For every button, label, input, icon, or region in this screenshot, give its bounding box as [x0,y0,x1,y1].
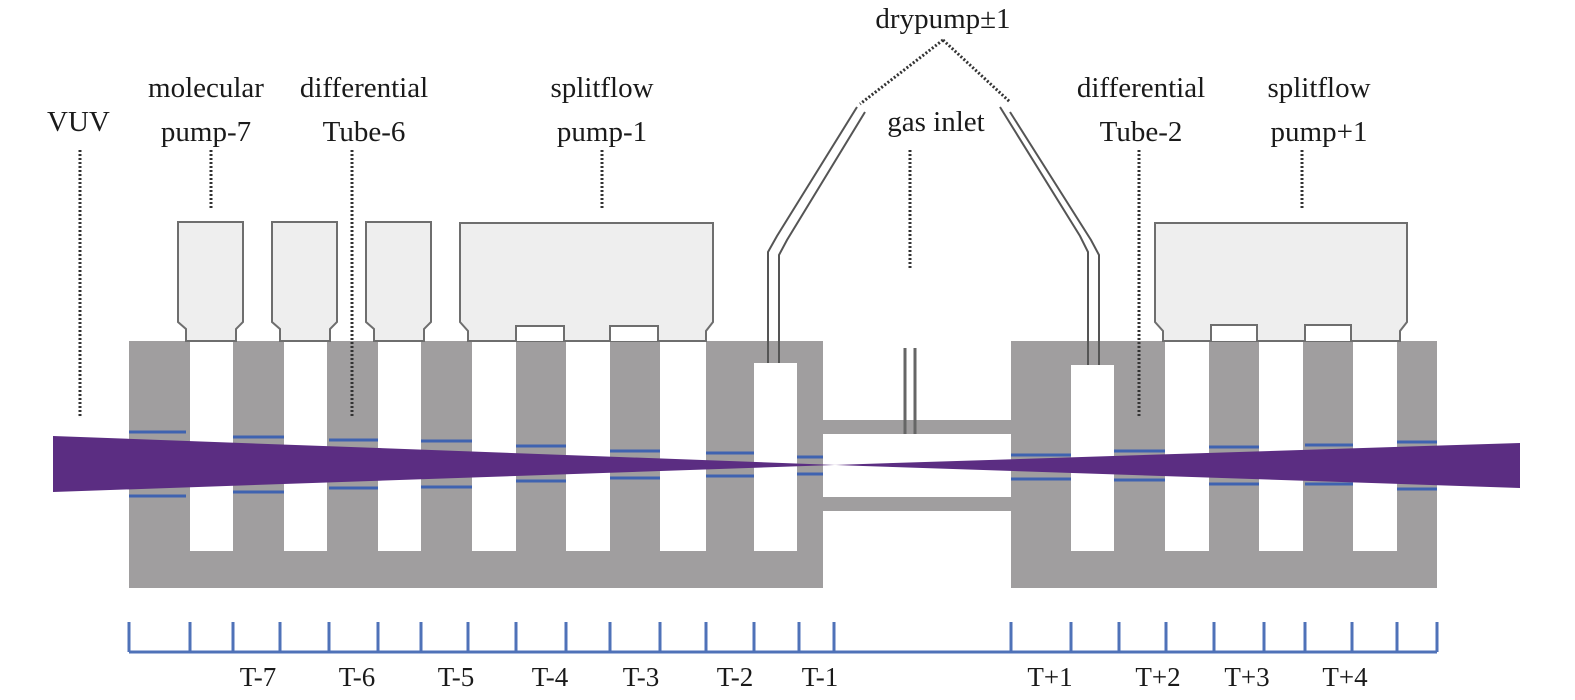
splitflow-right-notches [1210,324,1352,341]
differential-tube-left-label-line2: Tube-6 [323,116,406,148]
splitflow-pump-right-label-line2: pump+1 [1271,116,1368,148]
vuv-beam [53,436,1520,492]
scale-label: T-3 [623,662,660,692]
scale-label: T+3 [1224,662,1269,692]
gas-inlet-tube [903,348,917,434]
molecular-pump-group [177,221,432,342]
center-tube-upper [823,420,1011,434]
position-scale [127,622,1439,654]
differential-tube-right-label-line2: Tube-2 [1100,116,1183,148]
splitflow-pump-right-label-line1: splitflow [1267,72,1370,104]
molecular-pump-2 [271,221,338,342]
vuv-label: VUV [47,106,110,138]
splitflow-left-notches [515,325,659,341]
differential-tube-left-label-line1: differential [300,72,428,104]
scale-label: T-1 [802,662,839,692]
scale-label: T-2 [717,662,754,692]
scale-label: T-5 [438,662,475,692]
scale-label: T-6 [339,662,376,692]
drypump-pipe-left-inner [778,111,866,363]
scale-labels: T-7 T-6 T-5 T-4 T-3 T-2 T-1 T+1 T+2 T+3 T+4 [240,662,1368,692]
splitflow-pump-left [459,222,714,342]
molecular-pump-1 [177,221,244,342]
drypump-leader-right [941,38,1012,104]
drypump-label: drypump±1 [875,3,1010,35]
splitflow-pump-left-label-line2: pump-1 [557,116,647,148]
splitflow-pump-right [1154,222,1408,342]
differential-tube-right-label-line1: differential [1077,72,1205,104]
center-tube-lower [823,497,1011,511]
scale-label: T+4 [1322,662,1368,692]
drypump-pipe-right-outer [999,106,1089,365]
drypump-pipe-left-outer [767,106,858,363]
molecular-pump-label-line2: pump-7 [161,116,251,148]
scale-label: T+1 [1027,662,1072,692]
aperture-edges [129,430,1437,498]
scale-label: T-4 [532,662,569,692]
drypump-pipe-right-inner [1009,111,1100,365]
splitflow-pump-left-label-line1: splitflow [550,72,653,104]
molecular-pump-label-line1: molecular [148,72,264,104]
drypump-leader-left [859,38,944,106]
scale-label: T+2 [1135,662,1180,692]
molecular-pump-3 [365,221,432,342]
gas-inlet-label: gas inlet [887,106,984,138]
left-chamber-block [129,341,823,588]
drypump-pipes [767,106,1100,365]
scale-label: T-7 [240,662,277,692]
leader-lines [78,38,1304,418]
